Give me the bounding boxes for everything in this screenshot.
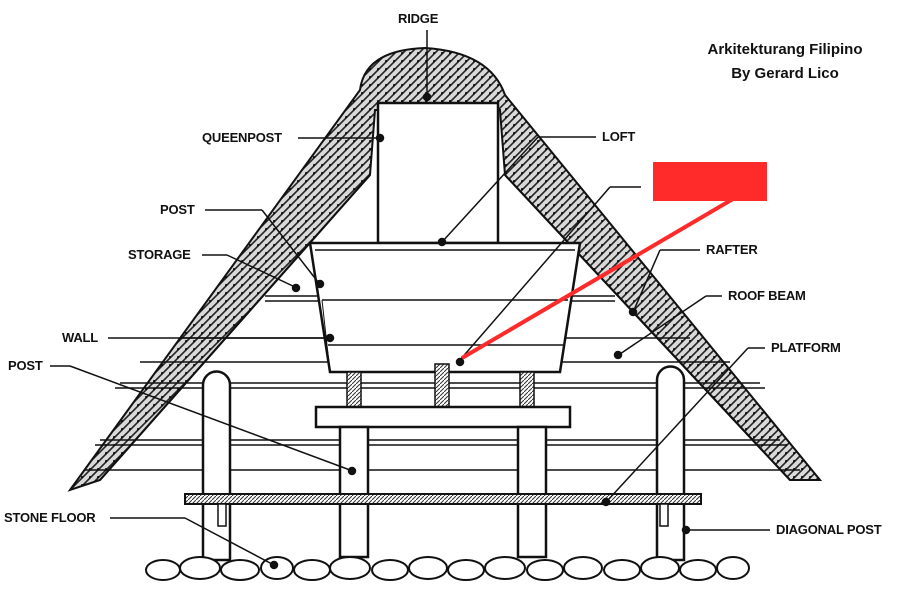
label-post-upper: POST [160,202,195,217]
label-post-lower: POST [8,358,43,373]
redaction-box [653,162,767,201]
label-wall: WALL [62,330,99,345]
label-rafter: RAFTER [706,242,758,257]
outer-post-right [655,365,686,562]
storage-post-right [519,371,535,411]
label-ridge: RIDGE [398,11,439,26]
credit-author: By Gerard Lico [731,65,839,82]
main-post-right [516,425,548,559]
stone-floor [145,556,750,581]
label-platform: PLATFORM [771,340,841,355]
outer-post-left [201,370,232,562]
platform-beam [184,493,702,505]
queenpost-box [376,101,500,245]
label-roof-beam: ROOF BEAM [728,288,806,303]
storage-basket [308,241,582,374]
storage-post-left [346,371,362,411]
label-stone-floor: STONE FLOOR [4,510,96,525]
cross-beam [314,405,572,429]
leader-lines [50,30,770,570]
label-loft: LOFT [602,129,636,144]
main-post-left [338,425,370,559]
credit-block: Arkitekturang Filipino By Gerard Lico [700,38,870,86]
credit-title: Arkitekturang Filipino [707,41,863,58]
label-queenpost: QUEENPOST [202,130,282,145]
roof-inner-left [99,174,371,481]
label-diagonal-post: DIAGONAL POST [776,522,882,537]
roof-inner-right [504,174,791,481]
storage-post-mid [434,363,450,411]
red-pointer-line [460,194,740,360]
label-storage: STORAGE [128,247,191,262]
